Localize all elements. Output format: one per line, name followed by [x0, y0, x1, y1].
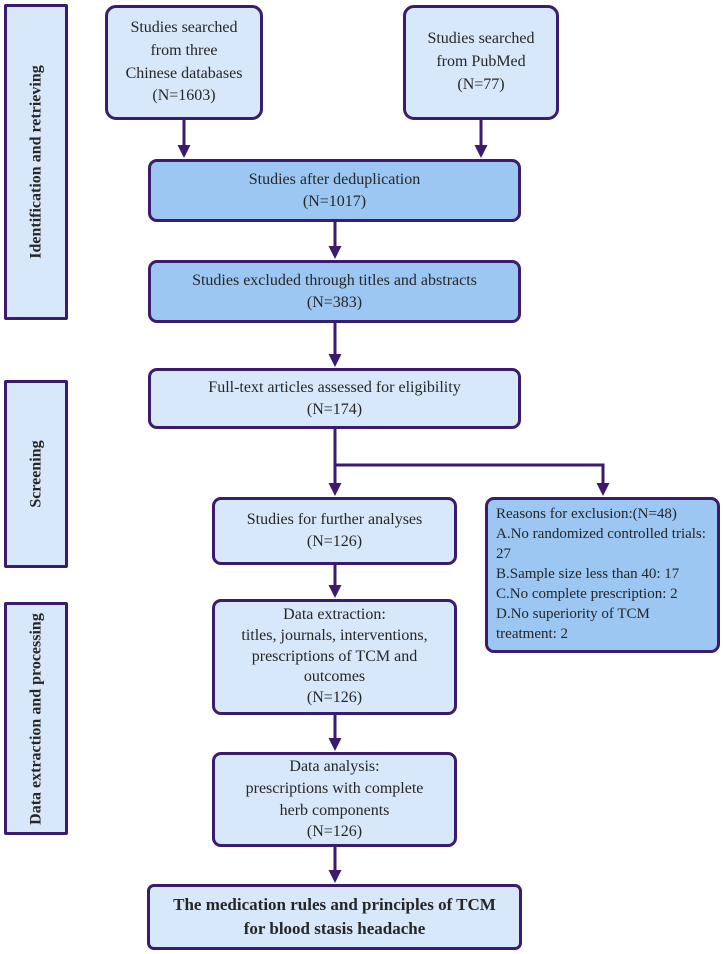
- arrowhead: [177, 145, 191, 158]
- box-data-analysis: Data analysis: prescriptions with comple…: [212, 752, 457, 847]
- box-fulltext-eligibility: Full-text articles assessed for eligibil…: [148, 368, 521, 429]
- box-data-extraction: Data extraction: titles, journals, inter…: [212, 599, 457, 715]
- branch-to-reasons: [335, 463, 605, 485]
- arrowhead: [328, 870, 342, 883]
- box-further-analyses: Studies for further analyses (N=126): [212, 497, 457, 565]
- box-excluded-titles-abstracts: Studies excluded through titles and abst…: [148, 260, 521, 323]
- box-conclusion: The medication rules and principles of T…: [147, 884, 522, 950]
- arrowhead: [328, 585, 342, 598]
- arrowhead: [596, 483, 610, 496]
- stage-identification-and-retrieving: Identification and retrieving: [4, 4, 68, 320]
- box-studies-chinese-databases: Studies searched from three Chinese data…: [105, 5, 263, 120]
- stage-screening: Screening: [4, 380, 68, 568]
- stage-label: Data extraction and processing: [27, 612, 45, 825]
- stage-label: Identification and retrieving: [27, 65, 45, 259]
- arrowhead: [474, 145, 488, 158]
- stage-data-extraction-and-processing: Data extraction and processing: [4, 602, 68, 835]
- box-studies-pubmed: Studies searched from PubMed (N=77): [403, 5, 559, 120]
- arrowhead: [328, 738, 342, 751]
- arrowhead: [328, 354, 342, 367]
- arrowhead: [328, 483, 342, 496]
- box-exclusion-reasons: Reasons for exclusion:(N=48) A.No random…: [485, 497, 720, 653]
- box-after-deduplication: Studies after deduplication (N=1017): [148, 159, 521, 222]
- stage-label: Screening: [27, 440, 45, 508]
- arrowhead: [328, 246, 342, 259]
